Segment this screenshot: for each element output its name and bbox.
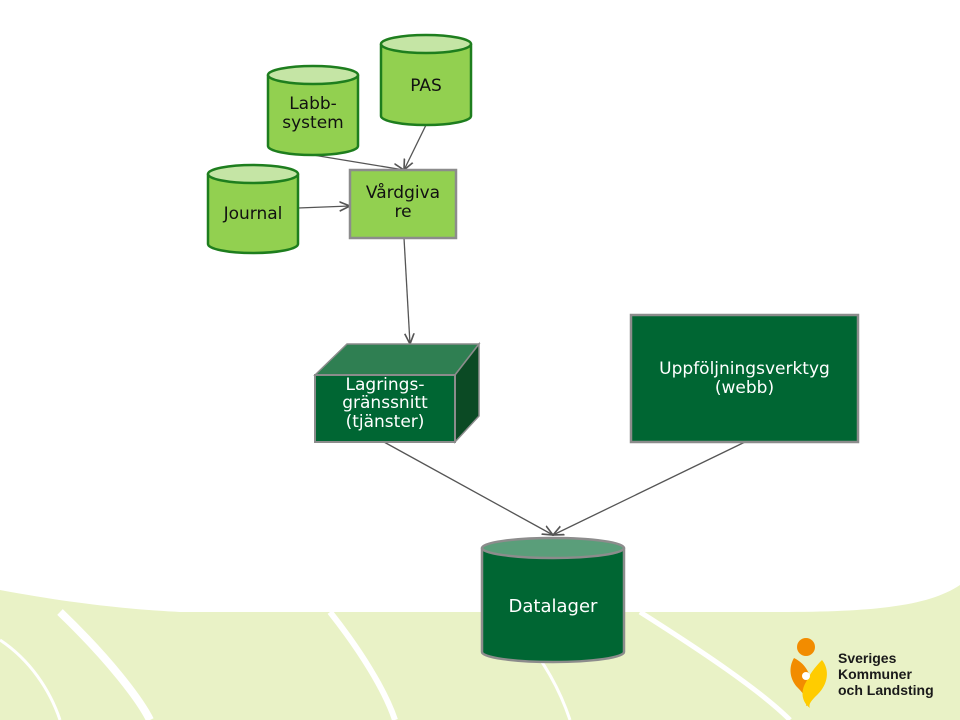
lagring-label: Lagrings- gränssnitt (tjänster) <box>342 375 428 432</box>
labbsystem-cylinder <box>266 64 360 157</box>
arrow-vardgivare-to-lagring <box>403 237 410 344</box>
logo-line-3: och Landsting <box>838 682 934 698</box>
journal-cylinder <box>206 163 300 255</box>
skl-logo-icon <box>790 638 827 708</box>
vardgivare-label: Vårdgiva re <box>365 183 441 223</box>
labbsystem-label: Labb- system <box>282 94 344 134</box>
logo-line-1: Sveriges <box>838 650 897 666</box>
datalager-label: Datalager <box>508 596 598 617</box>
uppfoljning-box <box>629 313 860 444</box>
arrow-journal-to-vardgivare <box>297 206 350 208</box>
background-band <box>0 585 960 720</box>
journal-label: Journal <box>223 204 283 224</box>
vardgivare-box <box>348 168 458 240</box>
arrow-pas-to-vardgivare <box>404 124 427 170</box>
arrow-uppfoljning-to-datalager <box>553 441 746 535</box>
arrow-labbsystem-to-vardgivare <box>312 154 404 170</box>
datalager-cylinder <box>480 536 626 664</box>
lagring-box <box>313 341 481 444</box>
logo-line-2: Kommuner <box>838 666 912 682</box>
arrow-lagring-to-datalager <box>383 441 553 535</box>
skl-logo-text: Sveriges Kommuner och Landsting <box>838 650 934 698</box>
pas-cylinder <box>379 33 473 127</box>
uppfoljning-label: Uppföljningsverktyg (webb) <box>659 359 830 399</box>
connectors <box>297 124 746 535</box>
pas-label: PAS <box>410 76 442 96</box>
